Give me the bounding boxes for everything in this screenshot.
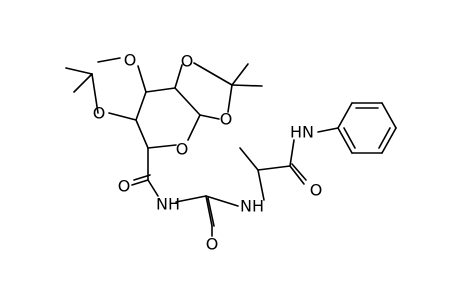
bond (343, 127, 356, 149)
atom-label-oxygen: O (118, 177, 131, 196)
bond (257, 165, 291, 171)
atom-label-oxygen: O (220, 110, 233, 129)
bond (91, 73, 99, 114)
bond (231, 63, 249, 86)
bond (289, 139, 295, 167)
atom-label-nh: NH (156, 195, 180, 214)
atom-label-oxygen: O (93, 104, 106, 123)
bond (381, 102, 397, 129)
bond (207, 197, 215, 227)
bond (187, 114, 201, 141)
bond (147, 179, 159, 197)
atom-label-oxygen: O (124, 51, 137, 70)
bond (137, 65, 147, 93)
bond (65, 67, 93, 75)
bond (337, 102, 353, 129)
atom-label-oxygen: O (176, 140, 189, 159)
bond (317, 127, 339, 133)
bond (133, 174, 151, 181)
bond (289, 165, 305, 185)
atom-label-oxygen: O (206, 235, 219, 254)
bond (239, 147, 259, 171)
bonds (65, 57, 397, 237)
atom-label-hn: HN (290, 123, 314, 142)
bond (131, 179, 149, 186)
bond (73, 73, 93, 93)
bond (147, 144, 177, 149)
bond (227, 84, 233, 113)
atom-label-oxygen: O (310, 181, 323, 200)
bond (291, 163, 307, 181)
bond (145, 87, 176, 93)
bond (174, 64, 183, 89)
atom-labels: O O O O O O O O NH NH HN (93, 51, 323, 254)
bond (205, 195, 239, 207)
atom-label-oxygen: O (181, 52, 194, 71)
bond (231, 84, 263, 87)
bond (174, 87, 201, 116)
bond (381, 127, 397, 154)
bond (175, 195, 207, 203)
bond (135, 119, 149, 149)
bond (97, 57, 121, 63)
bond (108, 112, 137, 121)
bond (205, 195, 213, 227)
bond (337, 127, 353, 154)
bond (193, 62, 233, 86)
bond (199, 114, 220, 120)
bond (135, 91, 147, 121)
bond (378, 127, 391, 149)
bond (257, 169, 265, 201)
atom-label-nh: NH (240, 197, 264, 216)
